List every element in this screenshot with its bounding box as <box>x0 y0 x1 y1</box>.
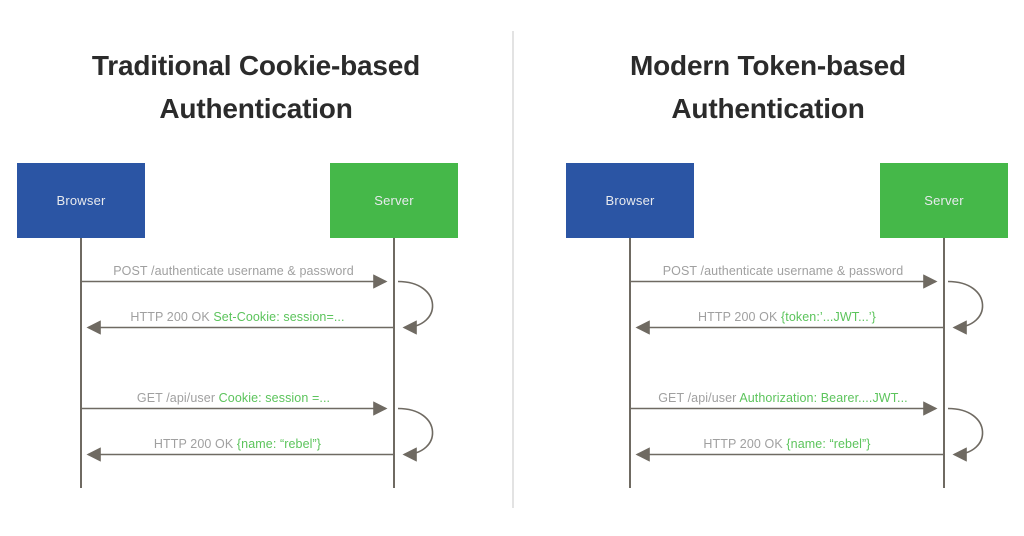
message-label-3-token: GET /api/user Authorization: Bearer....J… <box>630 391 936 405</box>
panel-title-cookie: Traditional Cookie-based Authentication <box>0 44 512 131</box>
actor-label-browser-token: Browser <box>605 193 655 208</box>
self-loop-2-cookie <box>397 407 434 462</box>
message-label-4-token-highlight: {name: “rebel”} <box>786 437 871 451</box>
message-label-1-cookie: POST /authenticate username & password <box>81 264 386 278</box>
panel-title-cookie-line1: Traditional Cookie-based <box>91 50 421 81</box>
message-label-3-cookie: GET /api/user Cookie: session =... <box>81 391 386 405</box>
panel-divider <box>512 31 514 508</box>
message-label-4-cookie-plain: HTTP 200 OK <box>153 437 237 451</box>
message-label-4-token-plain: HTTP 200 OK <box>703 437 787 451</box>
actor-box-server-token: Server <box>880 163 1008 238</box>
message-label-3-token-highlight: Authorization: Bearer....JWT... <box>739 391 908 405</box>
message-label-2-token: HTTP 200 OK {token:’...JWT...’} <box>630 310 944 324</box>
panel-title-token-line2: Authentication <box>671 93 865 125</box>
actor-label-server-token: Server <box>924 193 964 208</box>
actor-box-browser-token: Browser <box>566 163 694 238</box>
actor-label-server-cookie: Server <box>374 193 414 208</box>
message-label-2-cookie-plain: HTTP 200 OK <box>130 310 214 324</box>
message-label-1-token: POST /authenticate username & password <box>630 264 936 278</box>
actor-label-browser-cookie: Browser <box>56 193 106 208</box>
message-label-3-cookie-plain: GET /api/user <box>136 391 219 405</box>
lifeline-server-cookie <box>393 238 395 488</box>
message-label-1-token-tail: username & password <box>773 264 904 278</box>
panel-title-token: Modern Token-based Authentication <box>512 44 1024 131</box>
message-label-2-token-highlight: {token:’...JWT...’} <box>780 310 876 324</box>
self-loop-1-token <box>947 280 984 335</box>
message-label-4-cookie: HTTP 200 OK {name: “rebel”} <box>81 437 394 451</box>
message-label-4-cookie-highlight: {name: “rebel”} <box>236 437 322 451</box>
message-arrows-token <box>630 274 984 462</box>
panel-cookie-authentication: Traditional Cookie-based Authentication … <box>0 44 512 488</box>
actor-box-server-cookie: Server <box>330 163 458 238</box>
message-label-1-cookie-tail: username & password <box>223 264 354 278</box>
lifeline-server-token <box>943 238 945 488</box>
panel-token-authentication: Modern Token-based Authentication Browse… <box>512 0 1024 536</box>
message-label-3-cookie-highlight: Cookie: session =... <box>218 391 331 405</box>
message-arrows-cookie <box>81 274 434 462</box>
message-label-2-cookie-highlight: Set-Cookie: session=... <box>213 310 345 324</box>
lifeline-browser-token <box>629 238 631 488</box>
message-label-4-token: HTTP 200 OK {name: “rebel”} <box>630 437 944 451</box>
message-label-2-cookie: HTTP 200 OK Set-Cookie: session=... <box>81 310 394 324</box>
panel-title-cookie-line2: Authentication <box>159 93 353 125</box>
message-label-1-cookie-plain: POST /authenticate <box>113 264 224 278</box>
actor-box-browser-cookie: Browser <box>17 163 145 238</box>
message-label-1-token-plain: POST /authenticate <box>662 264 774 278</box>
lifeline-browser-cookie <box>80 238 82 488</box>
message-label-2-token-plain: HTTP 200 OK <box>698 310 781 324</box>
self-loop-2-token <box>947 407 984 462</box>
self-loop-1-cookie <box>397 280 434 335</box>
panel-title-token-line1: Modern Token-based <box>630 50 906 81</box>
message-label-3-token-plain: GET /api/user <box>658 391 740 405</box>
